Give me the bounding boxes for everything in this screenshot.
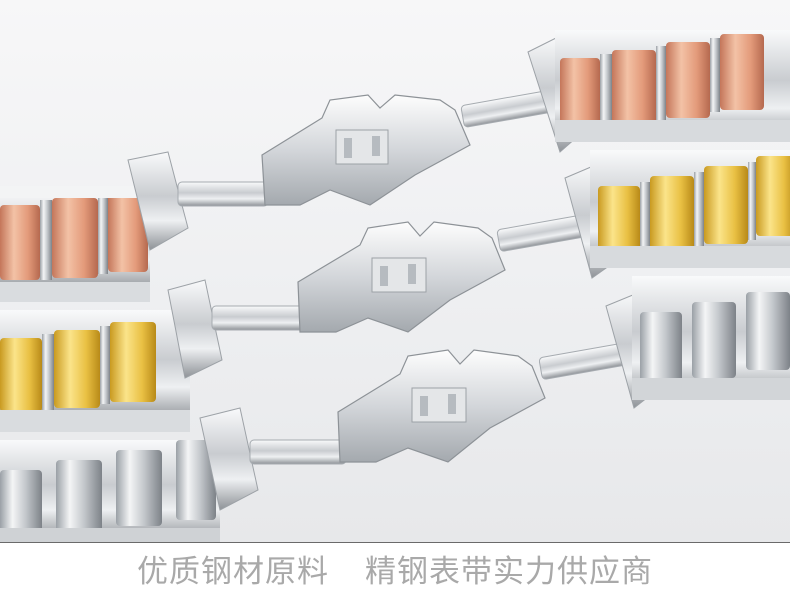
bracelet-rose-gold [0, 30, 790, 302]
right-strap-gold [590, 150, 790, 268]
caption-supplier: 精钢表带实力供应商 [365, 553, 653, 590]
butterfly-clasp-3 [337, 349, 546, 463]
caption-quality-steel: 优质钢材原料 [137, 553, 329, 590]
caption: 优质钢材原料 精钢表带实力供应商 [0, 543, 790, 593]
product-photo [0, 0, 790, 543]
butterfly-clasp-2 [297, 221, 506, 333]
bracelets-illustration [0, 30, 790, 543]
right-strap-rose [555, 30, 790, 142]
left-strap-gold [0, 310, 190, 432]
bracelet-steel [0, 276, 790, 543]
bracelet-yellow-gold [0, 150, 790, 432]
left-strap-steel [0, 440, 220, 543]
left-strap-rose [0, 186, 150, 302]
butterfly-clasp-1 [261, 94, 471, 206]
right-strap-steel [632, 276, 790, 400]
